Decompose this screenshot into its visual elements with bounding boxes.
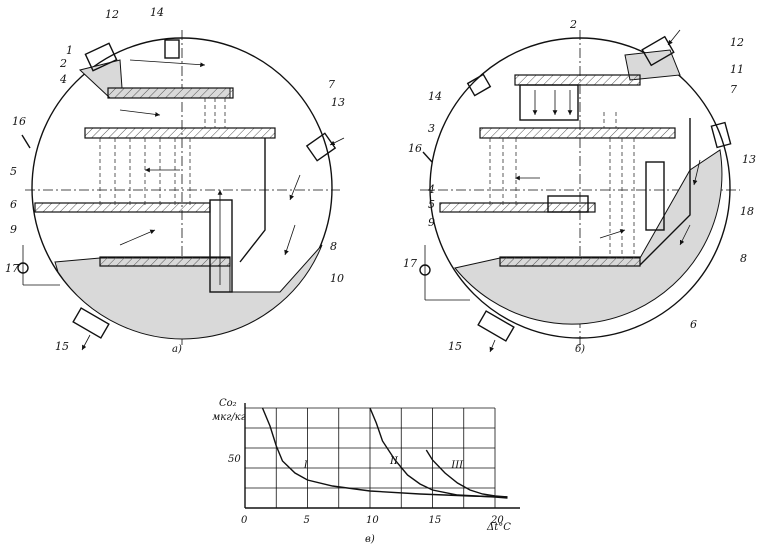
callout-label: 6 bbox=[10, 198, 17, 211]
callout-label: 4 bbox=[59, 73, 67, 86]
water-volume-a bbox=[54, 244, 323, 340]
chart-xlabel: Δt°C bbox=[486, 522, 511, 533]
chart-ylabel-line2: мкг/кг bbox=[212, 412, 246, 423]
series-label: II bbox=[389, 456, 399, 467]
downcomer-a bbox=[209, 199, 233, 293]
callout-label: 18 bbox=[740, 205, 754, 218]
partition-b bbox=[639, 118, 691, 266]
flow-arrows-b bbox=[489, 29, 701, 353]
water-jets-a bbox=[99, 98, 226, 205]
bubbling-plate-b bbox=[499, 256, 641, 267]
partition-a bbox=[239, 138, 266, 263]
top-distributor-a bbox=[107, 87, 234, 99]
callout-label: 4 bbox=[427, 183, 435, 196]
x-tick-label: 0 bbox=[241, 515, 248, 526]
level-gauge-a bbox=[17, 262, 29, 274]
bubbling-plate-a bbox=[99, 256, 231, 267]
nozzle-15-a bbox=[72, 307, 110, 339]
water-volume-b bbox=[454, 149, 723, 325]
callout-label: 7 bbox=[730, 83, 737, 96]
instrument-16-a bbox=[21, 134, 31, 149]
callout-label: 17 bbox=[5, 262, 19, 275]
bubbling-sheet-b bbox=[439, 202, 596, 213]
nozzle-14-a bbox=[164, 39, 180, 59]
callout-label: 6 bbox=[690, 318, 697, 331]
series-line-I bbox=[261, 407, 508, 498]
callout-label: 7 bbox=[328, 78, 335, 91]
series-line-III bbox=[425, 449, 508, 498]
series-label: I bbox=[303, 460, 309, 471]
callout-label: 12 bbox=[730, 36, 744, 49]
caption-a: а) bbox=[172, 344, 182, 355]
callout-label: 12 bbox=[105, 8, 119, 21]
deaerator-diagram-a: а) 12 14 12 4 7 13 16 5 6 9 17 8 10 15 bbox=[5, 6, 345, 355]
callout-label: 9 bbox=[10, 223, 17, 236]
x-tick-label: 15 bbox=[429, 515, 442, 526]
series-label: III bbox=[450, 460, 464, 471]
flow-arrows-a bbox=[81, 59, 345, 351]
callout-label: 15 bbox=[448, 340, 462, 353]
level-gauge-b bbox=[419, 264, 431, 276]
upper-tray-b bbox=[479, 127, 676, 139]
callout-label: 5 bbox=[428, 198, 435, 211]
deaerator-diagram-b: б) 2 12 11 14 7 3 13 16 4 5 18 9 8 17 6 15 bbox=[403, 18, 756, 355]
callout-label: 14 bbox=[428, 90, 442, 103]
callout-label: 16 bbox=[408, 142, 422, 155]
chart-tick-labels: 0 5 10 15 20 50 bbox=[228, 454, 504, 526]
callout-label: 10 bbox=[330, 272, 344, 285]
y-tick-label: 50 bbox=[228, 454, 241, 465]
x-tick-label: 20 bbox=[490, 515, 504, 526]
callout-label: 11 bbox=[730, 63, 744, 76]
chart-caption: в) bbox=[365, 534, 375, 545]
cap-box-b bbox=[547, 195, 589, 213]
callout-labels-a: 12 14 12 4 7 13 16 5 6 9 17 8 10 15 bbox=[5, 6, 345, 353]
water-jets-b bbox=[489, 112, 635, 258]
chart-grid bbox=[244, 403, 520, 509]
instrument-16-b bbox=[422, 151, 433, 163]
top-distributor-b bbox=[514, 74, 641, 86]
callout-label: 3 bbox=[428, 122, 435, 135]
steam-box-18-b bbox=[645, 161, 665, 231]
callout-label: 13 bbox=[331, 96, 345, 109]
callout-labels-b: 2 12 11 14 7 3 13 16 4 5 18 9 8 17 6 15 bbox=[403, 18, 756, 353]
inner-box-b bbox=[519, 84, 579, 121]
callout-label: 16 bbox=[12, 115, 26, 128]
callout-label: 14 bbox=[150, 6, 164, 19]
x-tick-label: 5 bbox=[304, 515, 310, 526]
nozzle-13-a bbox=[305, 132, 337, 162]
callout-label: 13 bbox=[742, 153, 756, 166]
callout-label: 8 bbox=[330, 240, 337, 253]
callout-label: 2 bbox=[59, 57, 67, 70]
bubbling-sheet-a bbox=[34, 202, 211, 213]
series-line-II bbox=[369, 407, 508, 499]
callout-label: 8 bbox=[740, 252, 747, 265]
nozzle-13-b bbox=[710, 121, 732, 149]
callout-label: 15 bbox=[55, 340, 69, 353]
upper-tray-a bbox=[84, 127, 276, 139]
callout-label: 2 bbox=[569, 18, 577, 31]
chart-series bbox=[261, 407, 508, 499]
chart-ylabel-line1: Co₂ bbox=[219, 398, 237, 409]
callout-label: 5 bbox=[10, 165, 17, 178]
callout-label: 1 bbox=[66, 44, 73, 57]
caption-b: б) bbox=[575, 344, 585, 355]
callout-label: 9 bbox=[428, 216, 435, 229]
nozzle-12-a bbox=[84, 42, 118, 72]
nozzle-14-b bbox=[466, 73, 492, 97]
nozzle-15-b bbox=[477, 310, 515, 342]
x-tick-label: 10 bbox=[366, 515, 379, 526]
callout-label: 17 bbox=[403, 257, 417, 270]
